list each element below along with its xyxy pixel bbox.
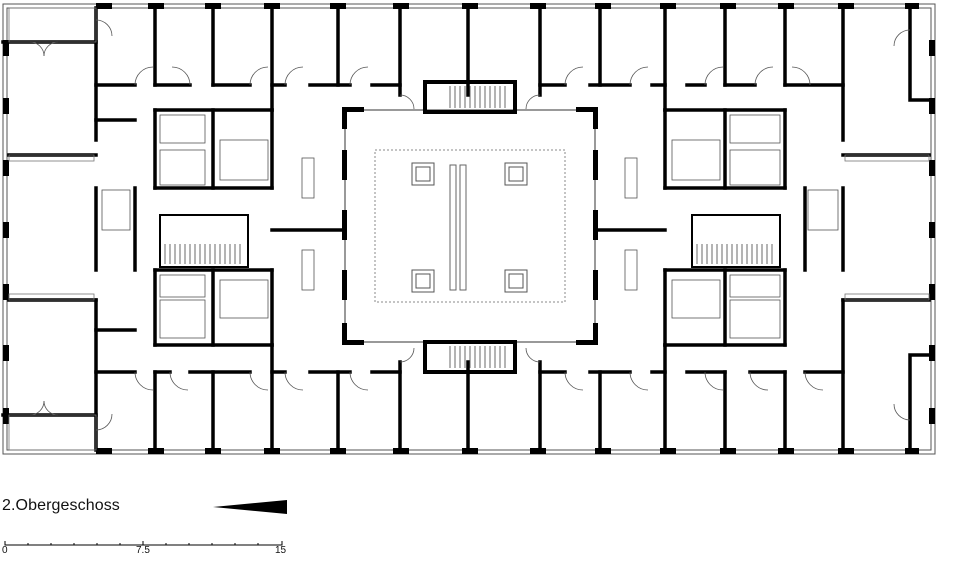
north-arrow [213, 500, 287, 514]
balcony-lines [8, 7, 930, 451]
scale-bar [4, 541, 283, 546]
bathroom-fixtures [101, 114, 839, 339]
scale-label-0: 0 [2, 545, 8, 556]
staircase-top [423, 80, 517, 114]
staircase-right-core [691, 214, 781, 268]
central-atrium [342, 107, 598, 345]
staircase-left-core [159, 214, 249, 268]
door-swings [29, 19, 911, 431]
scale-label-7-5: 7.5 [136, 545, 150, 556]
drawing-title: 2.Obergeschoss [2, 497, 120, 514]
staircase-bottom [423, 340, 517, 374]
interior-walls [1, 6, 931, 452]
scale-label-15: 15 [275, 545, 287, 556]
right-loggia [908, 8, 935, 450]
